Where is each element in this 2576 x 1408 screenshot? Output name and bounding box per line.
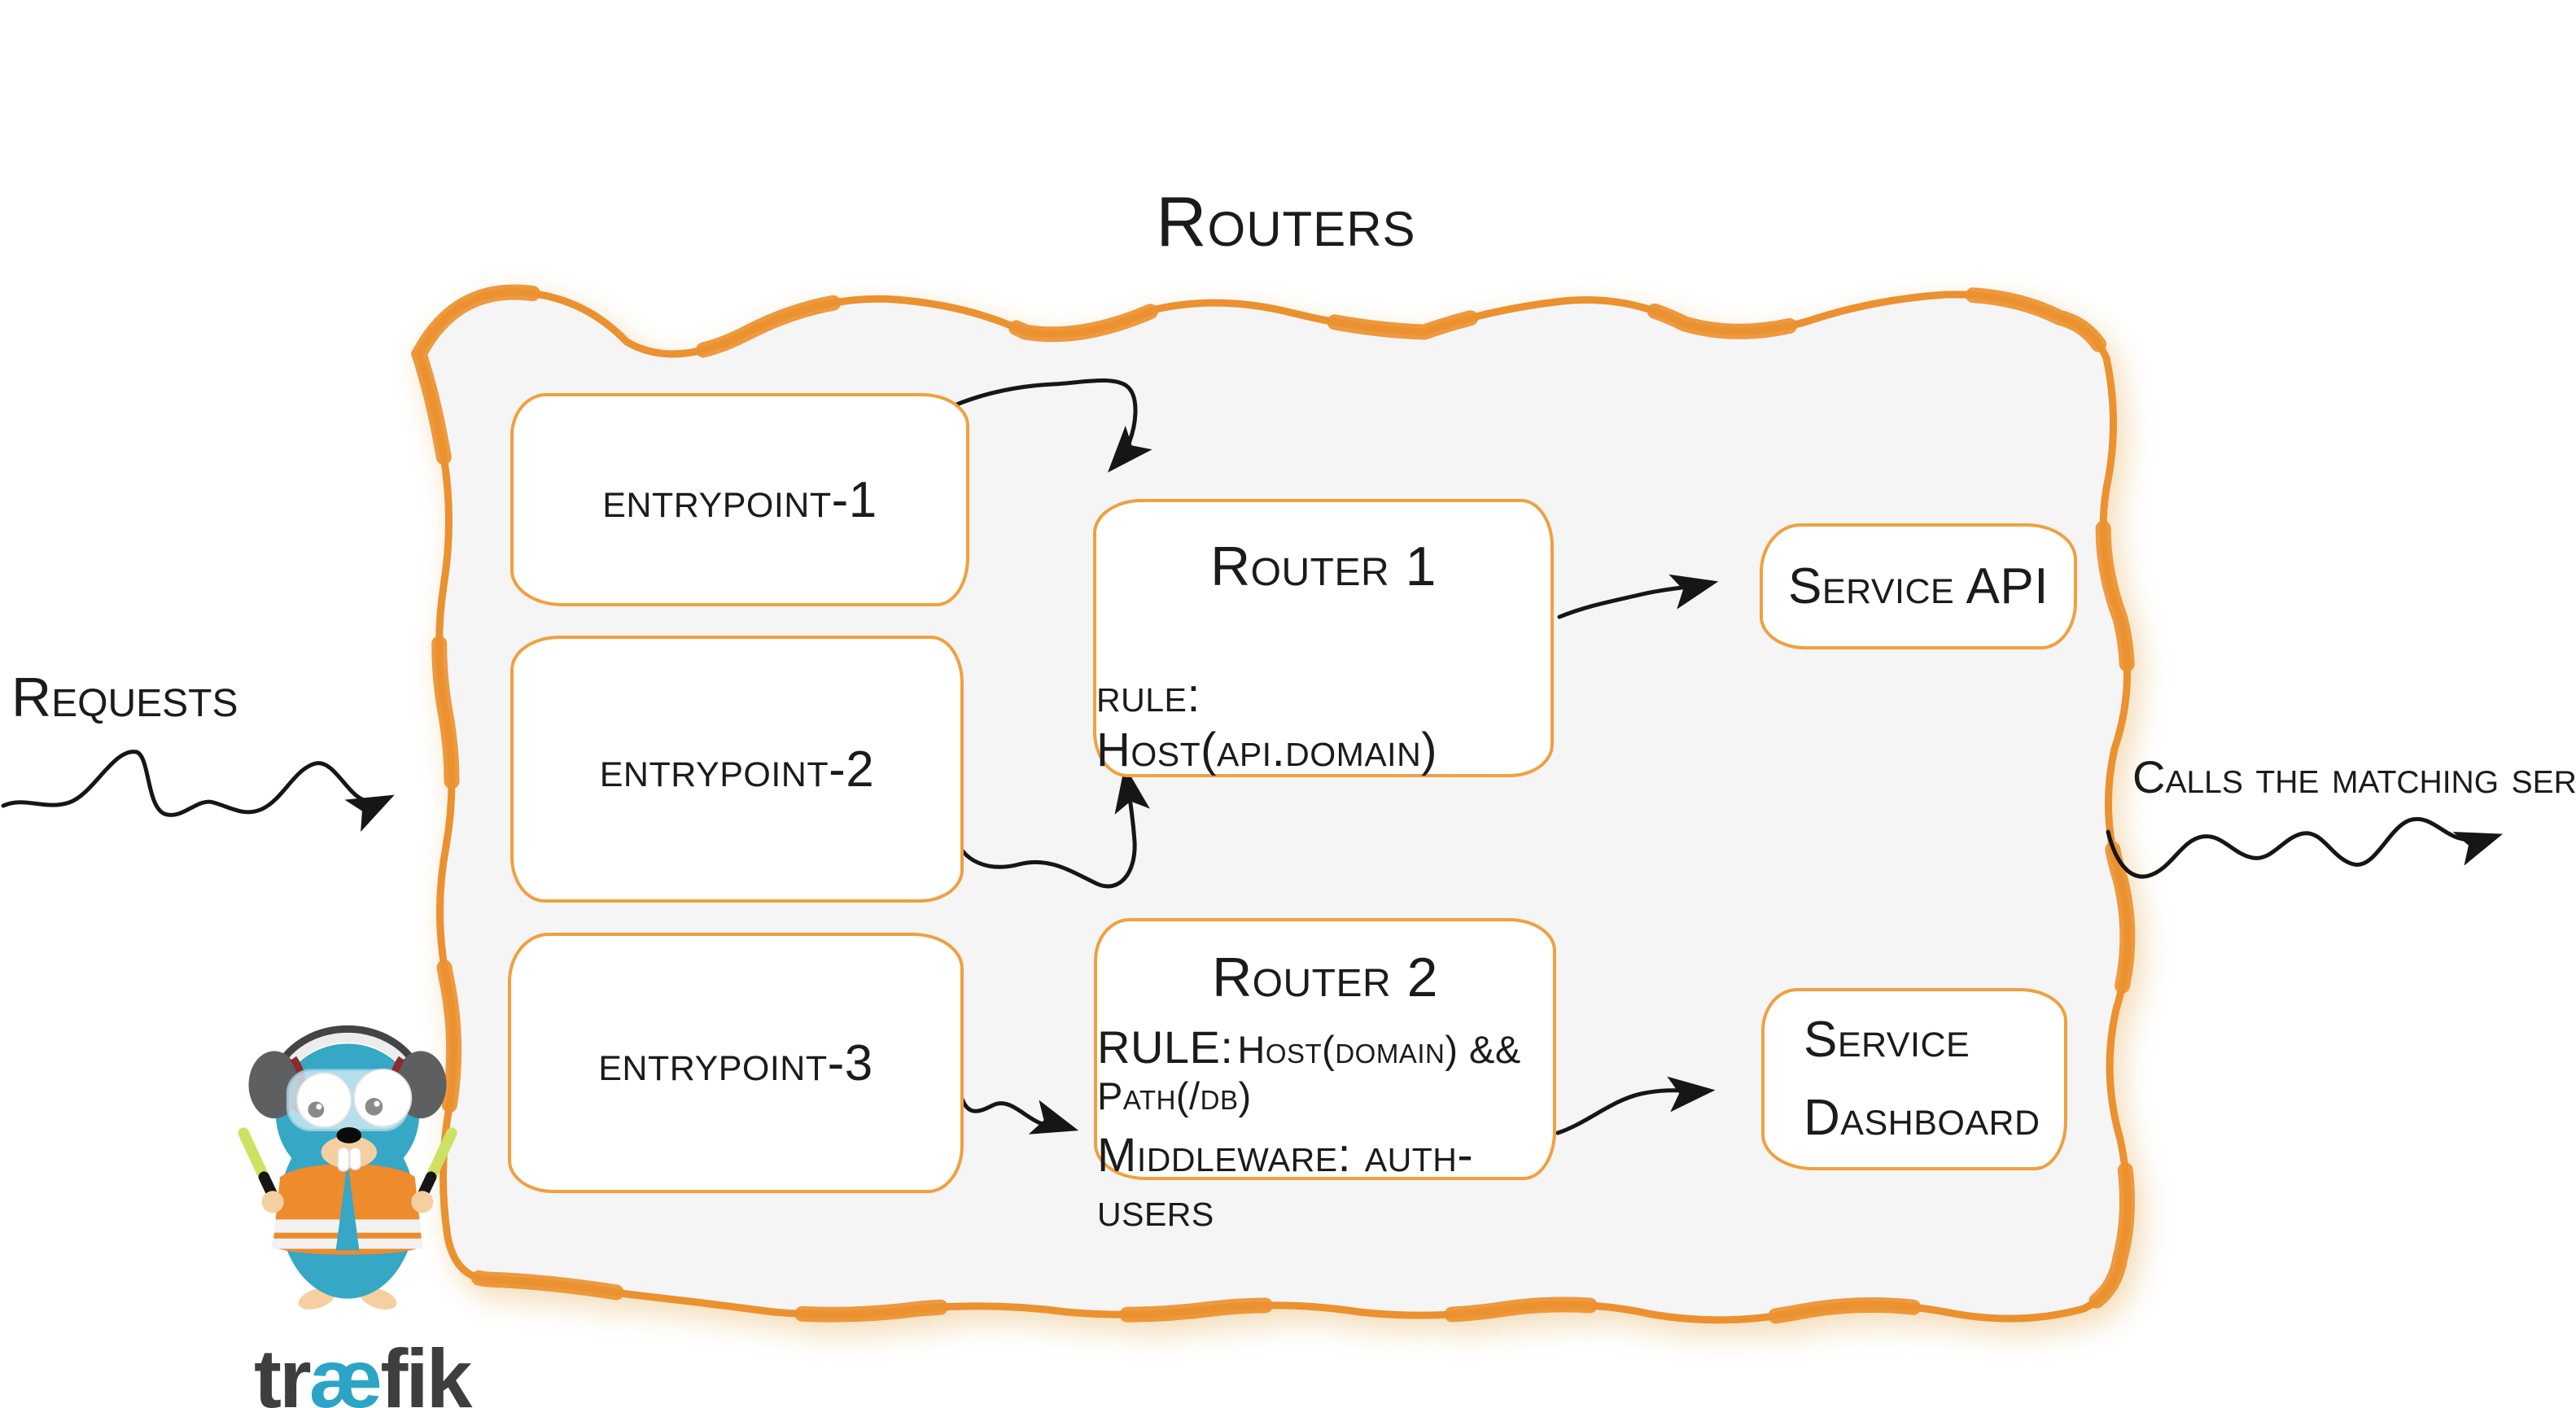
headphones-band [273,1025,422,1071]
headphones-band-underlay [273,1026,422,1078]
entrypoint2-to-router1-arrow [953,765,1150,889]
router1-to-service-api-arrow [1557,574,1719,619]
service-dashboard-box: Service Dashboard [1761,988,2067,1170]
right-pupil [365,1098,383,1116]
service-api-label: Service API [1788,558,2049,614]
router-2-middleware: Middleware: auth-users [1097,1129,1474,1236]
entrypoint3-to-router2-arrow [960,1096,1079,1135]
vest-chest-gap [335,1161,360,1251]
right-wand-green [425,1127,457,1183]
router-1-box: Router 1 rule: Host(api.domain) [1093,499,1554,777]
service-api-box: Service API [1760,523,2077,649]
entrypoint-3-box: entrypoint-3 [508,933,964,1193]
router-1-title: Router 1 [1210,536,1437,597]
router2-to-service-dashboard-arrow [1555,1076,1716,1135]
nose [336,1127,362,1143]
right-hand [411,1191,434,1213]
router-2-rule-value: Host(domain) && Path(/db) [1097,1028,1521,1117]
page-title: Routers [1156,183,1416,261]
right-pupil-highlight [374,1100,380,1107]
routers-panel-brush-stroke [410,284,2136,1328]
calls-matching-server-arrow [2106,816,2504,879]
entrypoint-3-label: entrypoint-3 [598,1034,873,1091]
service-dashboard-line1: Service [1804,1011,1970,1068]
wordmark-ae: æ [308,1332,383,1408]
left-eye [296,1072,352,1128]
wordmark-fik: fik [380,1332,472,1408]
right-tooth [349,1147,361,1170]
requests-label: Requests [11,667,238,728]
requests-arrow [1,750,395,833]
left-tooth [337,1147,350,1172]
router-2-rule-label: RULE: [1097,1021,1234,1073]
left-hand [261,1191,284,1213]
left-pupil [308,1101,325,1118]
router-2-box: Router 2 RULE: Host(domain) && Path(/db)… [1094,918,1556,1236]
entrypoint1-to-router1-arrow [948,378,1152,473]
right-eye [353,1069,413,1128]
left-wand-green [238,1127,270,1183]
traefik-wordmark: træfik [254,1331,472,1408]
router-1-rule: rule: Host(api.domain) [1096,669,1437,776]
router-2-title: Router 2 [1212,947,1438,1008]
entrypoint-1-box: entrypoint-1 [510,393,969,606]
calls-matching-server-label: Calls the matching server [2132,751,2576,802]
service-dashboard-line2: Dashboard [1804,1090,2040,1146]
entrypoint-2-label: entrypoint-2 [599,741,875,798]
traefik-gopher-mascot [238,1025,457,1310]
wordmark-tr: tr [254,1332,312,1408]
left-pupil-highlight [316,1104,322,1110]
entrypoint-1-label: entrypoint-1 [602,471,877,528]
entrypoint-2-box: entrypoint-2 [510,636,964,903]
